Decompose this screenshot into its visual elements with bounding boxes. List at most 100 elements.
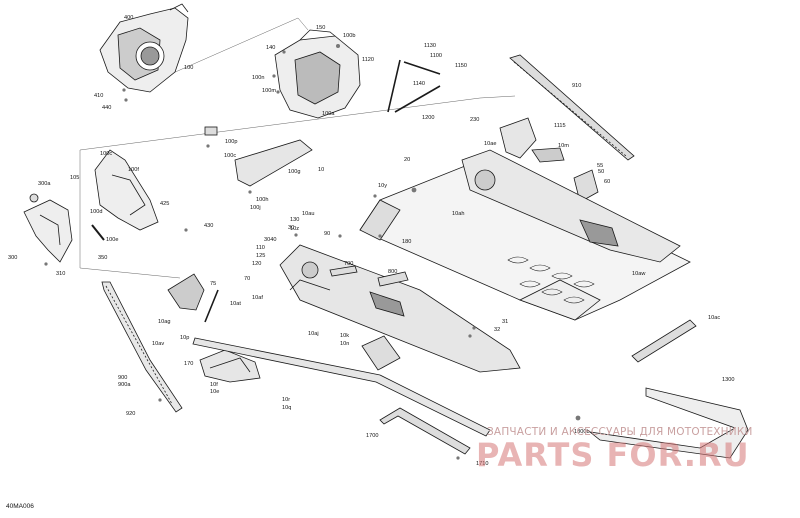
callout-label: 1150	[455, 63, 468, 69]
part-support-900	[101, 281, 183, 413]
callout-label: 410	[94, 93, 104, 99]
callout-label: 75	[210, 281, 217, 287]
callout-label: 910	[572, 83, 582, 89]
callout-label: 10af	[252, 295, 263, 301]
callout-label: 920	[126, 411, 136, 417]
callout-label: 1115	[554, 123, 566, 129]
callout-label: 1300b	[574, 429, 590, 435]
callout-label: 310	[56, 271, 66, 277]
callout-label: 350	[98, 255, 108, 261]
callout-label: 100c	[224, 153, 237, 159]
part-bracket-10ag	[167, 273, 219, 323]
callout-label: 100b	[343, 33, 356, 39]
tunnel-cutouts	[507, 256, 595, 304]
callout-label: 10aw	[632, 271, 646, 277]
callout-label: 10aj	[308, 331, 319, 337]
callout-label: 10ae	[484, 141, 497, 147]
group-left-boundary	[79, 150, 181, 279]
watermark-caption: ЗАПЧАСТИ И АКСЕССУАРЫ ДЛЯ МОТОТЕХНИКИ	[487, 426, 753, 438]
part-bumper-1300	[588, 387, 749, 459]
callout-label: 700	[344, 261, 354, 267]
callout-label: 1100	[430, 53, 443, 59]
group-100-boundary	[147, 17, 309, 85]
callout-label: 125	[256, 253, 266, 259]
part-bar-1700	[379, 407, 471, 455]
callout-label: 10r	[282, 397, 291, 403]
part-plate-10k	[361, 335, 401, 371]
callout-label: 10m	[558, 143, 569, 149]
callout-label: 10at	[230, 301, 241, 307]
callout-label: 800	[388, 269, 398, 275]
callout-label: 300	[8, 255, 18, 261]
part-rail-910	[509, 54, 635, 161]
part-running-board-10r	[192, 337, 491, 437]
part-bracket-300	[23, 193, 73, 263]
callout-label: 3040	[264, 237, 277, 243]
callout-label: 55	[597, 163, 604, 169]
callout-label: 100g	[288, 169, 301, 175]
callout-label: 100j	[250, 205, 261, 211]
part-rail-10ac	[631, 319, 697, 363]
callout-label: 60	[604, 179, 611, 185]
callout-label: 10f	[210, 382, 218, 388]
callout-label: 32	[494, 327, 501, 333]
callout-label: 10ag	[158, 319, 171, 325]
part-tunnel-10	[359, 159, 691, 321]
callout-label: 430	[204, 223, 214, 229]
callout-label: 10y	[378, 183, 388, 189]
callout-label: 440	[102, 105, 112, 111]
callout-label: 20	[404, 157, 411, 163]
callout-label: 10q	[282, 405, 292, 411]
callout-label: 100	[184, 65, 194, 71]
part-front-bulkhead-400	[99, 3, 189, 93]
callout-label: 105	[70, 175, 80, 181]
callout-label: 180	[402, 239, 412, 245]
callout-label: 100h	[256, 197, 269, 203]
callout-label: 10av	[152, 341, 165, 347]
callout-label: 70	[244, 276, 251, 282]
callout-label: 300a	[38, 181, 51, 187]
callout-label: 1140	[413, 81, 426, 87]
callout-label: 425	[160, 201, 170, 207]
callout-label: 50	[598, 169, 605, 175]
callout-label: 230	[470, 117, 480, 123]
callout-label: 10ah	[452, 211, 465, 217]
callout-label: 10au	[302, 211, 315, 217]
callout-label: 100c	[100, 151, 113, 157]
callout-label: 1300	[722, 377, 735, 383]
part-bulkhead-housing-100a	[274, 29, 361, 119]
callout-label: 10z	[290, 226, 300, 232]
part-side-panel-left	[279, 244, 521, 373]
callout-label: 900a	[118, 382, 131, 388]
callout-label: 150	[316, 25, 326, 31]
diagram-code: 40MA006	[6, 503, 34, 510]
callout-label: 100d	[90, 209, 103, 215]
callout-label: 10	[318, 167, 325, 173]
callout-label: 900	[118, 375, 128, 381]
callout-label: 120	[252, 261, 262, 267]
callout-label: 1710	[476, 461, 489, 467]
callout-label: 1120	[362, 57, 375, 63]
callout-label: 140	[266, 45, 276, 51]
callout-label: 100f	[128, 167, 139, 173]
callout-label: 10ac	[708, 315, 721, 321]
callout-label: 31	[502, 319, 509, 325]
callout-label: 100m	[262, 88, 276, 94]
watermark-logo: PARTS FOR.RU	[476, 436, 750, 474]
callout-label: 1200	[422, 115, 435, 121]
callout-label: 100a	[322, 111, 335, 117]
fasteners	[44, 44, 581, 460]
callout-label: 30	[288, 225, 295, 231]
part-crossbar-100g	[204, 126, 313, 187]
part-side-panel-right	[461, 149, 681, 263]
part-links-700	[329, 265, 409, 287]
callout-label: 10p	[180, 335, 190, 341]
callout-label: 100n	[252, 75, 265, 81]
callout-label: 170	[184, 361, 194, 367]
callout-label: 1130	[424, 43, 437, 49]
callout-label: 10k	[340, 333, 350, 339]
callout-label: 90	[324, 231, 331, 237]
part-rods-1100	[387, 59, 441, 113]
